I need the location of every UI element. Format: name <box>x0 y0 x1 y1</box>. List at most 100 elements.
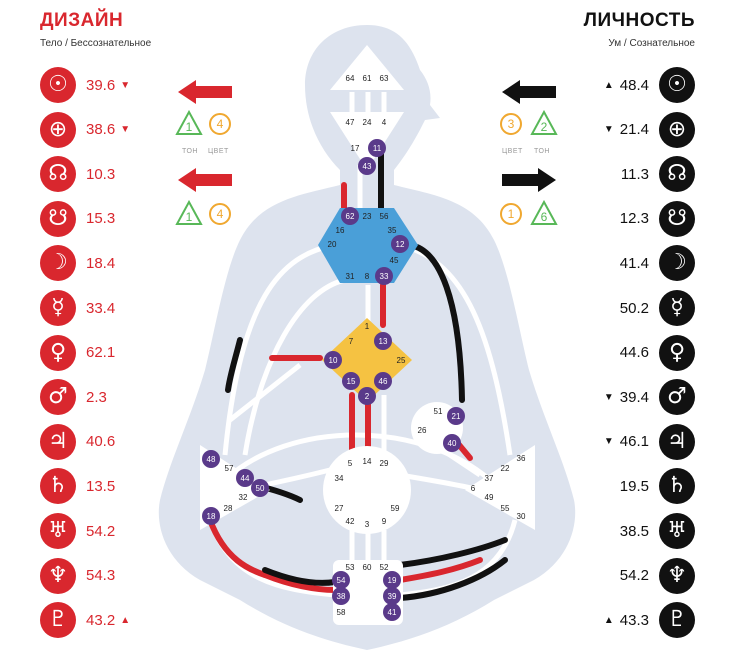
gate-34: 34 <box>334 473 344 483</box>
personality-planet-value: 38.5 <box>619 522 649 540</box>
tone-badge: 1 <box>175 110 203 135</box>
direction-arrow-icon: ▼ <box>603 436 614 448</box>
south-node-icon: ☋ <box>659 200 695 237</box>
gate-7: 7 <box>348 336 354 346</box>
personality-planet-row: ▼ 46.1 ♃ <box>603 423 695 460</box>
personality-planet-value: 50.2 <box>619 299 649 317</box>
personality-title: ЛИЧНОСТЬ <box>583 10 695 31</box>
svg-text:2: 2 <box>541 120 548 134</box>
mars-icon: ♂ <box>659 379 695 416</box>
design-planet-value: 39.6 <box>86 76 116 94</box>
design-planet-value: 13.5 <box>86 477 116 495</box>
design-planet-row: ☉39.6▼ <box>40 67 130 103</box>
personality-planet-value: 39.4 <box>619 388 649 406</box>
personality-planet-row: 50.2 ☿ <box>614 290 695 326</box>
gate-63: 63 <box>379 73 389 83</box>
moon-icon: ☽ <box>659 245 695 282</box>
personality-planet-row: 12.3☋ <box>614 200 695 237</box>
gate-50: 50 <box>251 479 269 497</box>
color-badge: 4 <box>209 113 231 135</box>
color-label: ЦВЕТ <box>502 148 523 155</box>
color-badge: 3 <box>500 113 522 135</box>
jupiter-icon: ♃ <box>40 423 76 460</box>
gate-5: 5 <box>347 458 353 468</box>
personality-planet-value: 43.3 <box>619 611 649 629</box>
gate-49: 49 <box>484 492 494 502</box>
gate-52: 52 <box>379 562 389 572</box>
design-planet-value: 15.3 <box>86 210 116 228</box>
pluto-icon: ♇ <box>659 602 695 639</box>
solar-plexus-center <box>465 445 535 530</box>
gate-4: 4 <box>381 117 387 127</box>
personality-planet-value: 19.5 <box>619 477 649 495</box>
personality-planet-row: 41.4 ☽ <box>614 245 695 282</box>
design-planet-row: ♄13.5 <box>40 468 120 505</box>
design-planet-value: 54.3 <box>86 567 116 585</box>
direction-arrow-icon: ▼ <box>603 124 614 136</box>
gate-37: 37 <box>484 473 494 483</box>
gate-24: 24 <box>362 117 372 127</box>
personality-planet-row: 44.6♀ <box>614 334 695 371</box>
direction-arrow-icon: ▲ <box>603 79 614 91</box>
gate-48: 48 <box>202 450 220 468</box>
design-planet-value: 43.2 <box>86 611 116 629</box>
venus-icon: ♀ <box>659 334 695 371</box>
north-node-icon: ☊ <box>659 156 695 193</box>
design-planet-value: 40.6 <box>86 433 116 451</box>
gate-25: 25 <box>396 355 406 365</box>
sun-icon: ☉ <box>659 67 695 103</box>
saturn-icon: ♄ <box>659 468 695 505</box>
design-planet-row: ♆54.3 <box>40 557 120 594</box>
gate-64: 64 <box>345 73 355 83</box>
design-arrows <box>178 80 232 192</box>
personality-planet-value: 41.4 <box>619 254 649 272</box>
design-planet-row: ♇43.2▲ <box>40 602 130 639</box>
design-planet-row: ☿33.4 <box>40 290 120 326</box>
gate-29: 29 <box>379 458 389 468</box>
earth-icon: ⊕ <box>40 111 76 148</box>
personality-planet-row: 54.2♆ <box>614 557 695 594</box>
design-planet-row: ♃ 40.6 <box>40 423 120 460</box>
active-channels <box>207 147 508 601</box>
personality-planet-value: 46.1 <box>619 433 649 451</box>
design-planet-row: ♅54.2 <box>40 513 120 549</box>
gate-54: 54 <box>332 571 350 589</box>
svg-text:1: 1 <box>186 120 193 134</box>
personality-planet-row: ▼39.4♂ <box>604 379 695 416</box>
gate-47: 47 <box>345 117 355 127</box>
design-planet-value: 10.3 <box>86 165 116 183</box>
gate-18: 18 <box>202 507 220 525</box>
gate-42: 42 <box>345 516 355 526</box>
pluto-icon: ♇ <box>40 602 76 639</box>
gate-13: 13 <box>374 332 392 350</box>
personality-arrows <box>502 80 556 192</box>
personality-planet-value: 48.4 <box>619 76 649 94</box>
personality-subtitle: Ум / Сознательное <box>608 38 695 49</box>
earth-icon: ⊕ <box>659 111 695 148</box>
personality-planet-row: 38.5♅ <box>614 513 695 549</box>
design-planet-value: 62.1 <box>86 344 116 362</box>
jupiter-icon: ♃ <box>659 423 695 460</box>
personality-planet-row: ▲43.3♇ <box>604 602 695 639</box>
design-planet-row: ♂2.3 <box>40 379 112 416</box>
gate-26: 26 <box>417 425 427 435</box>
gate-38: 38 <box>332 587 350 605</box>
personality-planet-row: 19.5 ♄ <box>614 468 695 505</box>
gate-28: 28 <box>223 503 233 513</box>
gate-45: 45 <box>389 255 399 265</box>
spleen-center <box>200 445 270 530</box>
throat-center <box>318 208 418 283</box>
gate-3: 3 <box>364 519 370 529</box>
gate-44: 44 <box>236 469 254 487</box>
mercury-icon: ☿ <box>659 290 695 326</box>
gate-19: 19 <box>383 571 401 589</box>
gate-53: 53 <box>345 562 355 572</box>
personality-planet-value: 11.3 <box>620 165 649 183</box>
tone-label: ТОН <box>534 148 550 155</box>
personality-planet-value: 54.2 <box>619 567 649 585</box>
gate-62: 62 <box>341 207 359 225</box>
gate-60: 60 <box>362 562 372 572</box>
design-planet-row: ☋15.3 <box>40 200 120 237</box>
gate-22: 22 <box>500 463 510 473</box>
design-planet-row: ☊10.3 <box>40 156 120 193</box>
